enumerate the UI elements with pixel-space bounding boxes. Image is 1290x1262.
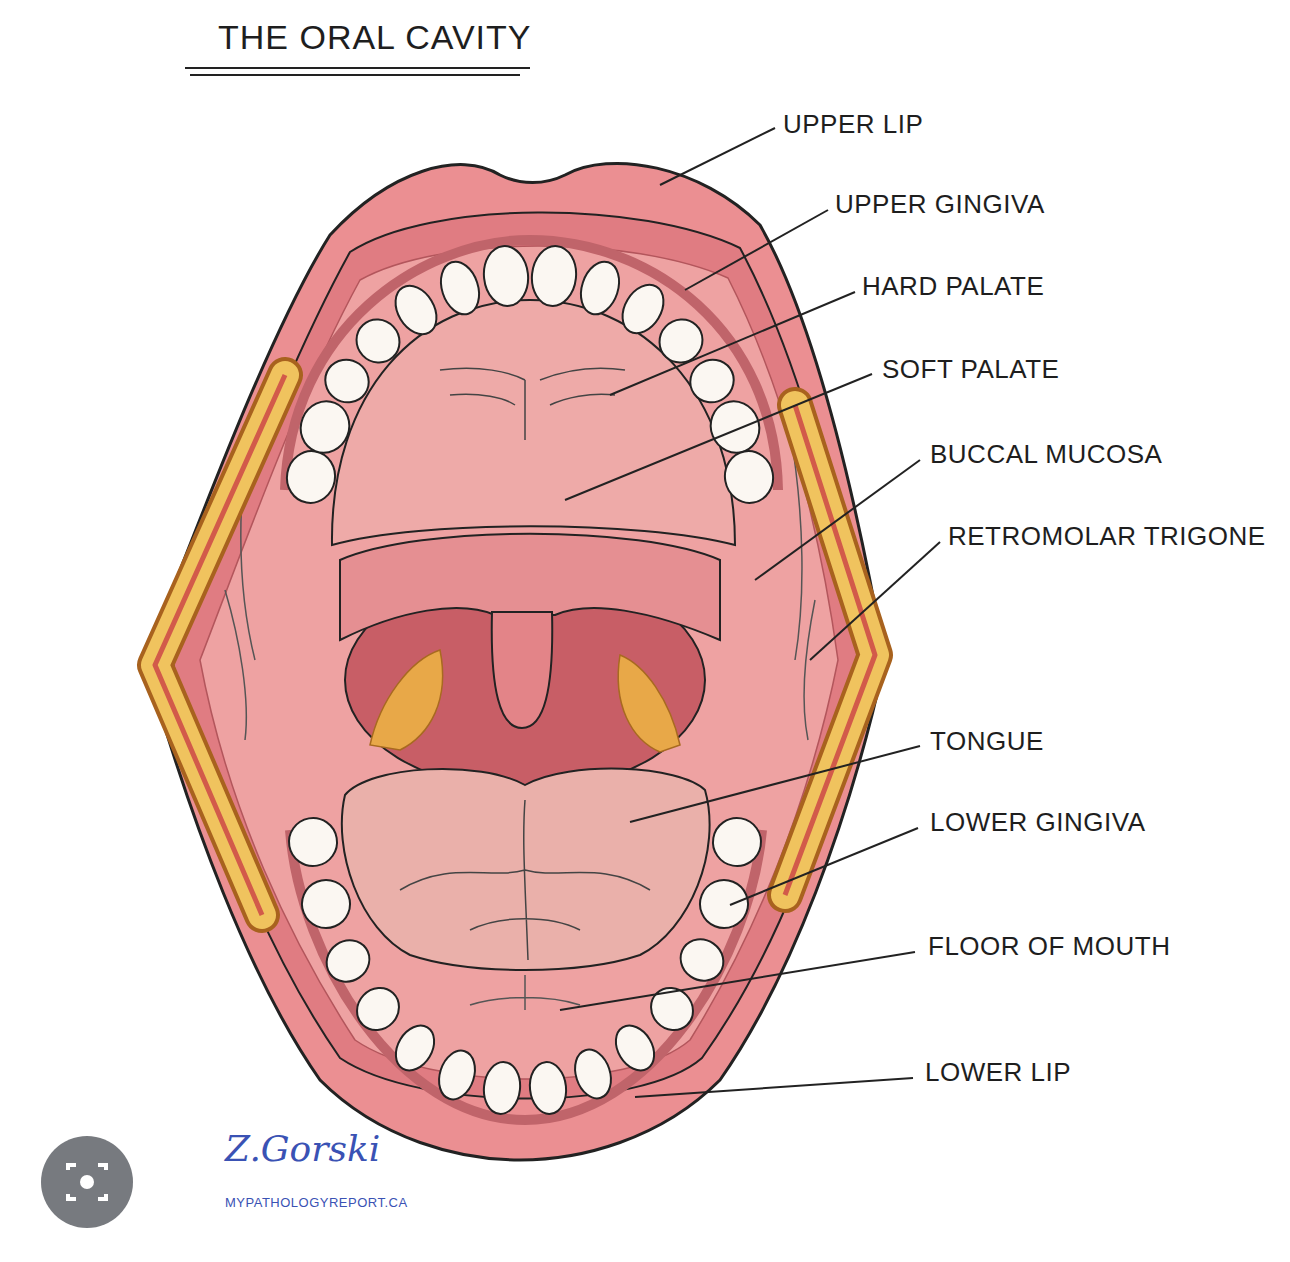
cheek-band: [785, 405, 875, 895]
cheek-band: [155, 375, 285, 915]
retromolar-fold: [804, 600, 815, 740]
upper-teeth: [283, 244, 777, 507]
website-credit: MYPATHOLOGYREPORT.CA: [225, 1196, 408, 1211]
lower-gingiva: [290, 830, 762, 1120]
palate: [332, 300, 735, 545]
floor-of-mouth-lines: [470, 975, 580, 1010]
lens-icon: [41, 1136, 133, 1228]
author-signature: Z.Gorski: [225, 1128, 380, 1169]
cheek-band: [155, 375, 285, 915]
part-label: HARD PALATE: [862, 272, 1044, 302]
upper-gingiva: [285, 240, 778, 490]
cheek-band-line: [155, 375, 285, 915]
cheek-band: [785, 405, 875, 895]
uvula: [492, 612, 553, 728]
diagram-title: THE ORAL CAVITY: [218, 18, 532, 57]
part-label: SOFT PALATE: [882, 355, 1059, 385]
palatal-rugae: [440, 368, 625, 440]
cheek-band-line: [785, 405, 875, 895]
tongue-lines: [400, 800, 650, 960]
mouth-opening: [172, 212, 862, 1098]
retromolar-fold: [225, 590, 246, 740]
title-underline: [185, 67, 530, 69]
part-label: LOWER LIP: [925, 1058, 1071, 1088]
part-label: LOWER GINGIVA: [930, 808, 1146, 838]
part-label: UPPER LIP: [783, 110, 923, 140]
lips: [145, 163, 885, 1160]
title-underline: [190, 74, 520, 76]
tonsil: [370, 650, 443, 750]
part-label: UPPER GINGIVA: [835, 190, 1045, 220]
tongue: [342, 769, 710, 970]
part-label: RETROMOLAR TRIGONE: [948, 522, 1266, 552]
tonsil: [618, 655, 680, 752]
lower-teeth: [285, 814, 765, 1116]
part-label: BUCCAL MUCOSA: [930, 440, 1162, 470]
part-label: FLOOR OF MOUTH: [928, 932, 1170, 962]
part-label: TONGUE: [930, 727, 1044, 757]
